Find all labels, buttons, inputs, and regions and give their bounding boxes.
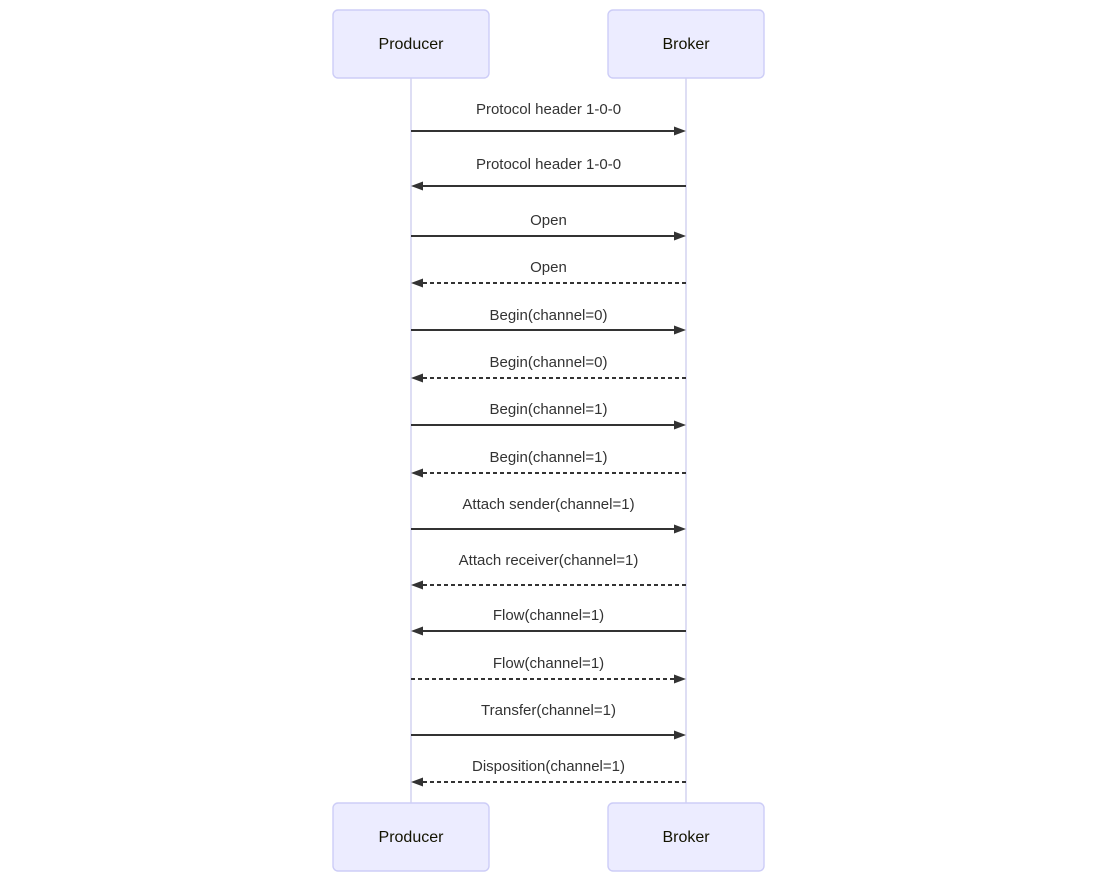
message-9[interactable]: Attach sender(channel=1) xyxy=(411,496,686,534)
message-label: Open xyxy=(530,212,567,229)
message-3[interactable]: Open xyxy=(411,212,686,241)
message-12[interactable]: Flow(channel=1) xyxy=(411,655,686,684)
message-label: Transfer(channel=1) xyxy=(481,702,616,719)
lifelines-layer xyxy=(410,78,687,803)
participant-producer-bottom[interactable]: Producer xyxy=(332,802,490,872)
message-arrowhead xyxy=(674,524,686,534)
message-arrowhead xyxy=(674,420,686,430)
participant-broker-top[interactable]: Broker xyxy=(607,9,765,79)
message-label: Open xyxy=(530,259,567,276)
message-6[interactable]: Begin(channel=0) xyxy=(411,354,686,383)
message-arrowhead xyxy=(411,373,423,383)
message-arrowhead xyxy=(411,181,423,191)
message-label: Begin(channel=0) xyxy=(489,307,607,324)
message-label: Attach sender(channel=1) xyxy=(462,496,634,513)
participant-label: Broker xyxy=(662,36,710,53)
message-arrowhead xyxy=(674,231,686,241)
participant-box xyxy=(607,802,765,872)
message-arrowhead xyxy=(674,126,686,136)
message-arrowhead xyxy=(411,468,423,478)
participant-producer-top[interactable]: Producer xyxy=(332,9,490,79)
participant-broker-bottom[interactable]: Broker xyxy=(607,802,765,872)
message-arrowhead xyxy=(411,626,423,636)
message-label: Flow(channel=1) xyxy=(493,607,604,624)
message-2[interactable]: Protocol header 1-0-0 xyxy=(411,156,686,191)
message-14[interactable]: Disposition(channel=1) xyxy=(411,758,686,787)
message-arrowhead xyxy=(411,777,423,787)
message-arrowhead xyxy=(411,278,423,288)
participant-box xyxy=(332,802,490,872)
message-arrowhead xyxy=(674,730,686,740)
message-11[interactable]: Flow(channel=1) xyxy=(411,607,686,636)
message-label: Disposition(channel=1) xyxy=(472,758,625,775)
message-4[interactable]: Open xyxy=(411,259,686,288)
message-label: Begin(channel=0) xyxy=(489,354,607,371)
message-label: Begin(channel=1) xyxy=(489,449,607,466)
participant-label: Broker xyxy=(662,829,710,846)
message-arrowhead xyxy=(411,580,423,590)
participant-label: Producer xyxy=(379,829,445,846)
message-1[interactable]: Protocol header 1-0-0 xyxy=(411,101,686,136)
message-label: Protocol header 1-0-0 xyxy=(476,101,621,118)
message-10[interactable]: Attach receiver(channel=1) xyxy=(411,552,686,590)
message-arrowhead xyxy=(674,674,686,684)
message-13[interactable]: Transfer(channel=1) xyxy=(411,702,686,740)
message-label: Flow(channel=1) xyxy=(493,655,604,672)
message-label: Protocol header 1-0-0 xyxy=(476,156,621,173)
message-7[interactable]: Begin(channel=1) xyxy=(411,401,686,430)
participant-box xyxy=(607,9,765,79)
message-label: Begin(channel=1) xyxy=(489,401,607,418)
message-8[interactable]: Begin(channel=1) xyxy=(411,449,686,478)
message-5[interactable]: Begin(channel=0) xyxy=(411,307,686,335)
participant-box xyxy=(332,9,490,79)
message-label: Attach receiver(channel=1) xyxy=(459,552,639,569)
participant-label: Producer xyxy=(379,36,445,53)
message-arrowhead xyxy=(674,325,686,335)
